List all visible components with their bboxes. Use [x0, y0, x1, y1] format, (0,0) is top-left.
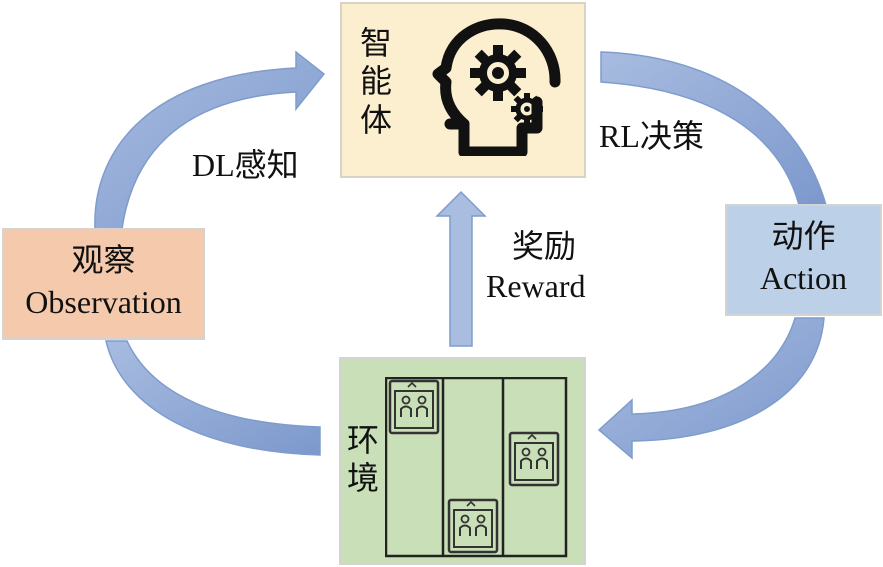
action-label-cn: 动作 [771, 218, 836, 254]
arrow-reward-up [435, 190, 487, 347]
action-box: 动作 Action [725, 204, 882, 316]
agent-char-2: 能 [359, 63, 392, 100]
environment-char-1: 环 [346, 422, 379, 458]
elevator-shafts-icon [385, 377, 568, 558]
environment-box: 环 境 [339, 357, 586, 565]
agent-label: 智 能 体 [358, 24, 394, 139]
agent-box: 智 能 体 [340, 2, 586, 178]
environment-label: 环 境 [345, 421, 381, 498]
observation-box: 观察 Observation [2, 228, 205, 340]
head-gears-icon [432, 18, 561, 156]
edge-label-dl-perception: DL感知 [192, 147, 299, 183]
edge-label-reward-cn: 奖励 [511, 228, 576, 264]
arrow-observation-to-agent [94, 50, 326, 230]
elevator-car-icon [388, 379, 440, 435]
agent-char-3: 体 [359, 101, 392, 138]
edge-label-reward-en: Reward [486, 268, 586, 304]
observation-label-en: Observation [25, 284, 182, 320]
environment-char-2: 境 [346, 460, 379, 497]
observation-label-cn: 观察 [71, 242, 136, 278]
elevator-car-icon [508, 431, 560, 487]
arrow-action-to-environment [597, 317, 825, 460]
agent-char-1: 智 [359, 25, 392, 61]
elevator-car-icon [447, 498, 499, 554]
edge-label-rl-decision: RL决策 [599, 118, 704, 154]
action-label-en: Action [759, 260, 848, 296]
arrow-environment-to-observation [105, 340, 321, 456]
